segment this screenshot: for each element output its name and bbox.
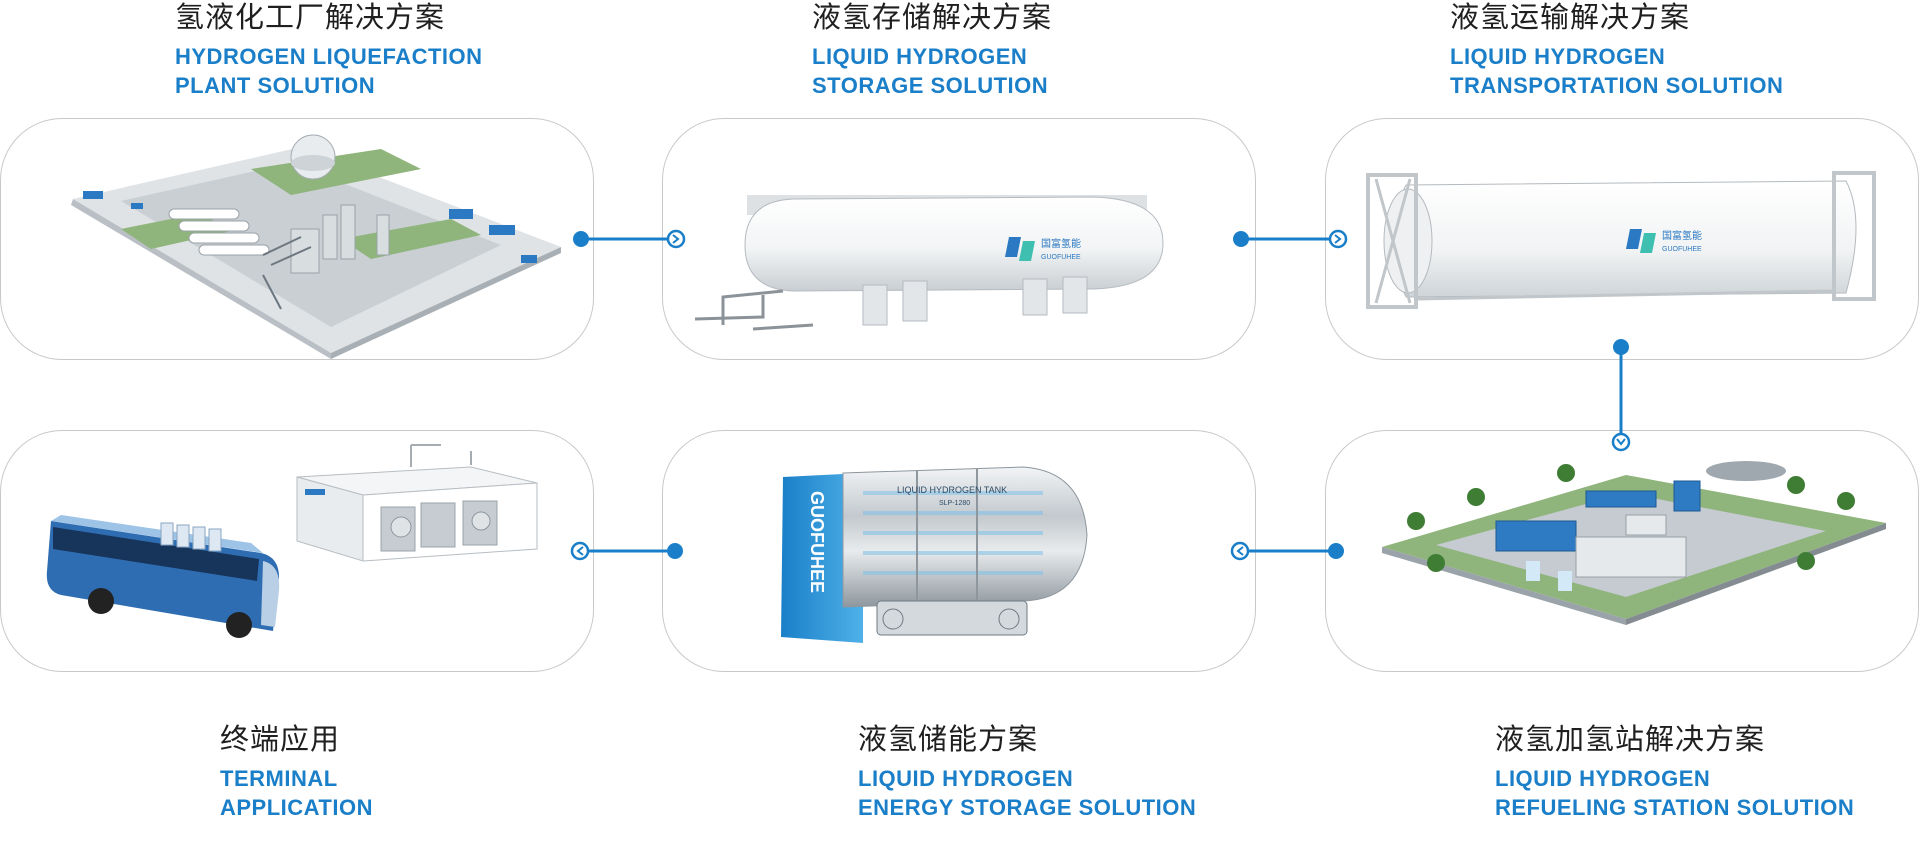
step-6-title-zh: 终端应用: [220, 722, 341, 756]
refueling-station-illustration: [1382, 461, 1886, 625]
storage-tank-logo-sub: GUOFUHEE: [1041, 254, 1081, 261]
tank-model-text: SLP-1280: [939, 500, 970, 507]
tank-container-logo-text: 国富氢能: [1662, 229, 1702, 242]
step-1-title-zh: 氢液化工厂解决方案: [175, 0, 446, 34]
storage-tank-logo-text: 国富氢能: [1041, 237, 1081, 250]
storage-tank-illustration: 国富氢能 GUOFUHEE: [694, 195, 1164, 331]
step-4-card: [1325, 430, 1919, 672]
liquefaction-plant-illustration: [71, 134, 561, 359]
step-1-title-en-line1: HYDROGEN LIQUEFACTION: [175, 44, 483, 69]
step-4-label: 液氢加氢站解决方案 LIQUID HYDROGEN REFUELING STAT…: [1495, 722, 1854, 822]
step-4-title-zh: 液氢加氢站解决方案: [1495, 722, 1766, 756]
step-6-label: 终端应用 TERMINAL APPLICATION: [220, 722, 373, 822]
step-3-title-en-line2: TRANSPORTATION SOLUTION: [1450, 73, 1784, 98]
tank-container-logo-sub: GUOFUHEE: [1662, 246, 1702, 253]
step-6-title-en-line1: TERMINAL: [220, 766, 338, 791]
step-2-title-zh: 液氢存储解决方案: [812, 0, 1053, 34]
step-1-card: [0, 118, 594, 360]
step-2-title-en-line1: LIQUID HYDROGEN: [812, 44, 1028, 69]
brand-vertical-text: GUOFUHEE: [807, 491, 827, 593]
step-4-title-en-line2: REFUELING STATION SOLUTION: [1495, 795, 1855, 820]
step-2-title-en-line2: STORAGE SOLUTION: [812, 73, 1049, 98]
step-4-title-en: LIQUID HYDROGEN REFUELING STATION SOLUTI…: [1495, 764, 1854, 822]
step-5-title-en-line2: ENERGY STORAGE SOLUTION: [858, 795, 1197, 820]
step-3-title-en-line1: LIQUID HYDROGEN: [1450, 44, 1666, 69]
energy-storage-tank-illustration: GUOFUHEE LIQUID HYDROGEN TANK SLP-1280: [781, 466, 1088, 643]
step-2-title-en: LIQUID HYDROGEN STORAGE SOLUTION: [812, 42, 1052, 100]
step-1-title-en: HYDROGEN LIQUEFACTION PLANT SOLUTION: [175, 42, 483, 100]
step-3-card: 国富氢能 GUOFUHEE: [1325, 118, 1919, 360]
step-5-title-en: LIQUID HYDROGEN ENERGY STORAGE SOLUTION: [858, 764, 1196, 822]
step-1-title-en-line2: PLANT SOLUTION: [175, 73, 376, 98]
bus-illustration: [46, 515, 280, 638]
step-5-label: 液氢储能方案 LIQUID HYDROGEN ENERGY STORAGE SO…: [858, 722, 1196, 822]
step-2-card: 国富氢能 GUOFUHEE: [662, 118, 1256, 360]
step-5-title-en-line1: LIQUID HYDROGEN: [858, 766, 1074, 791]
step-6-title-en-line2: APPLICATION: [220, 795, 373, 820]
terminal-bus-and-module-illustration: [46, 444, 538, 638]
step-3-label: 液氢运输解决方案 LIQUID HYDROGEN TRANSPORTATION …: [1450, 0, 1783, 100]
step-4-title-en-line1: LIQUID HYDROGEN: [1495, 766, 1711, 791]
step-2-label: 液氢存储解决方案 LIQUID HYDROGEN STORAGE SOLUTIO…: [812, 0, 1052, 100]
step-3-title-zh: 液氢运输解决方案: [1450, 0, 1691, 34]
step-6-title-en: TERMINAL APPLICATION: [220, 764, 373, 822]
hydrogen-module-illustration: [296, 444, 538, 562]
step-6-card: [0, 430, 594, 672]
step-1-label: 氢液化工厂解决方案 HYDROGEN LIQUEFACTION PLANT SO…: [175, 0, 483, 100]
step-5-card: GUOFUHEE LIQUID HYDROGEN TANK SLP-1280: [662, 430, 1256, 672]
tank-container-illustration: 国富氢能 GUOFUHEE: [1366, 171, 1876, 309]
step-3-title-en: LIQUID HYDROGEN TRANSPORTATION SOLUTION: [1450, 42, 1783, 100]
step-5-title-zh: 液氢储能方案: [858, 722, 1039, 756]
tank-label-text: LIQUID HYDROGEN TANK: [897, 485, 1007, 495]
